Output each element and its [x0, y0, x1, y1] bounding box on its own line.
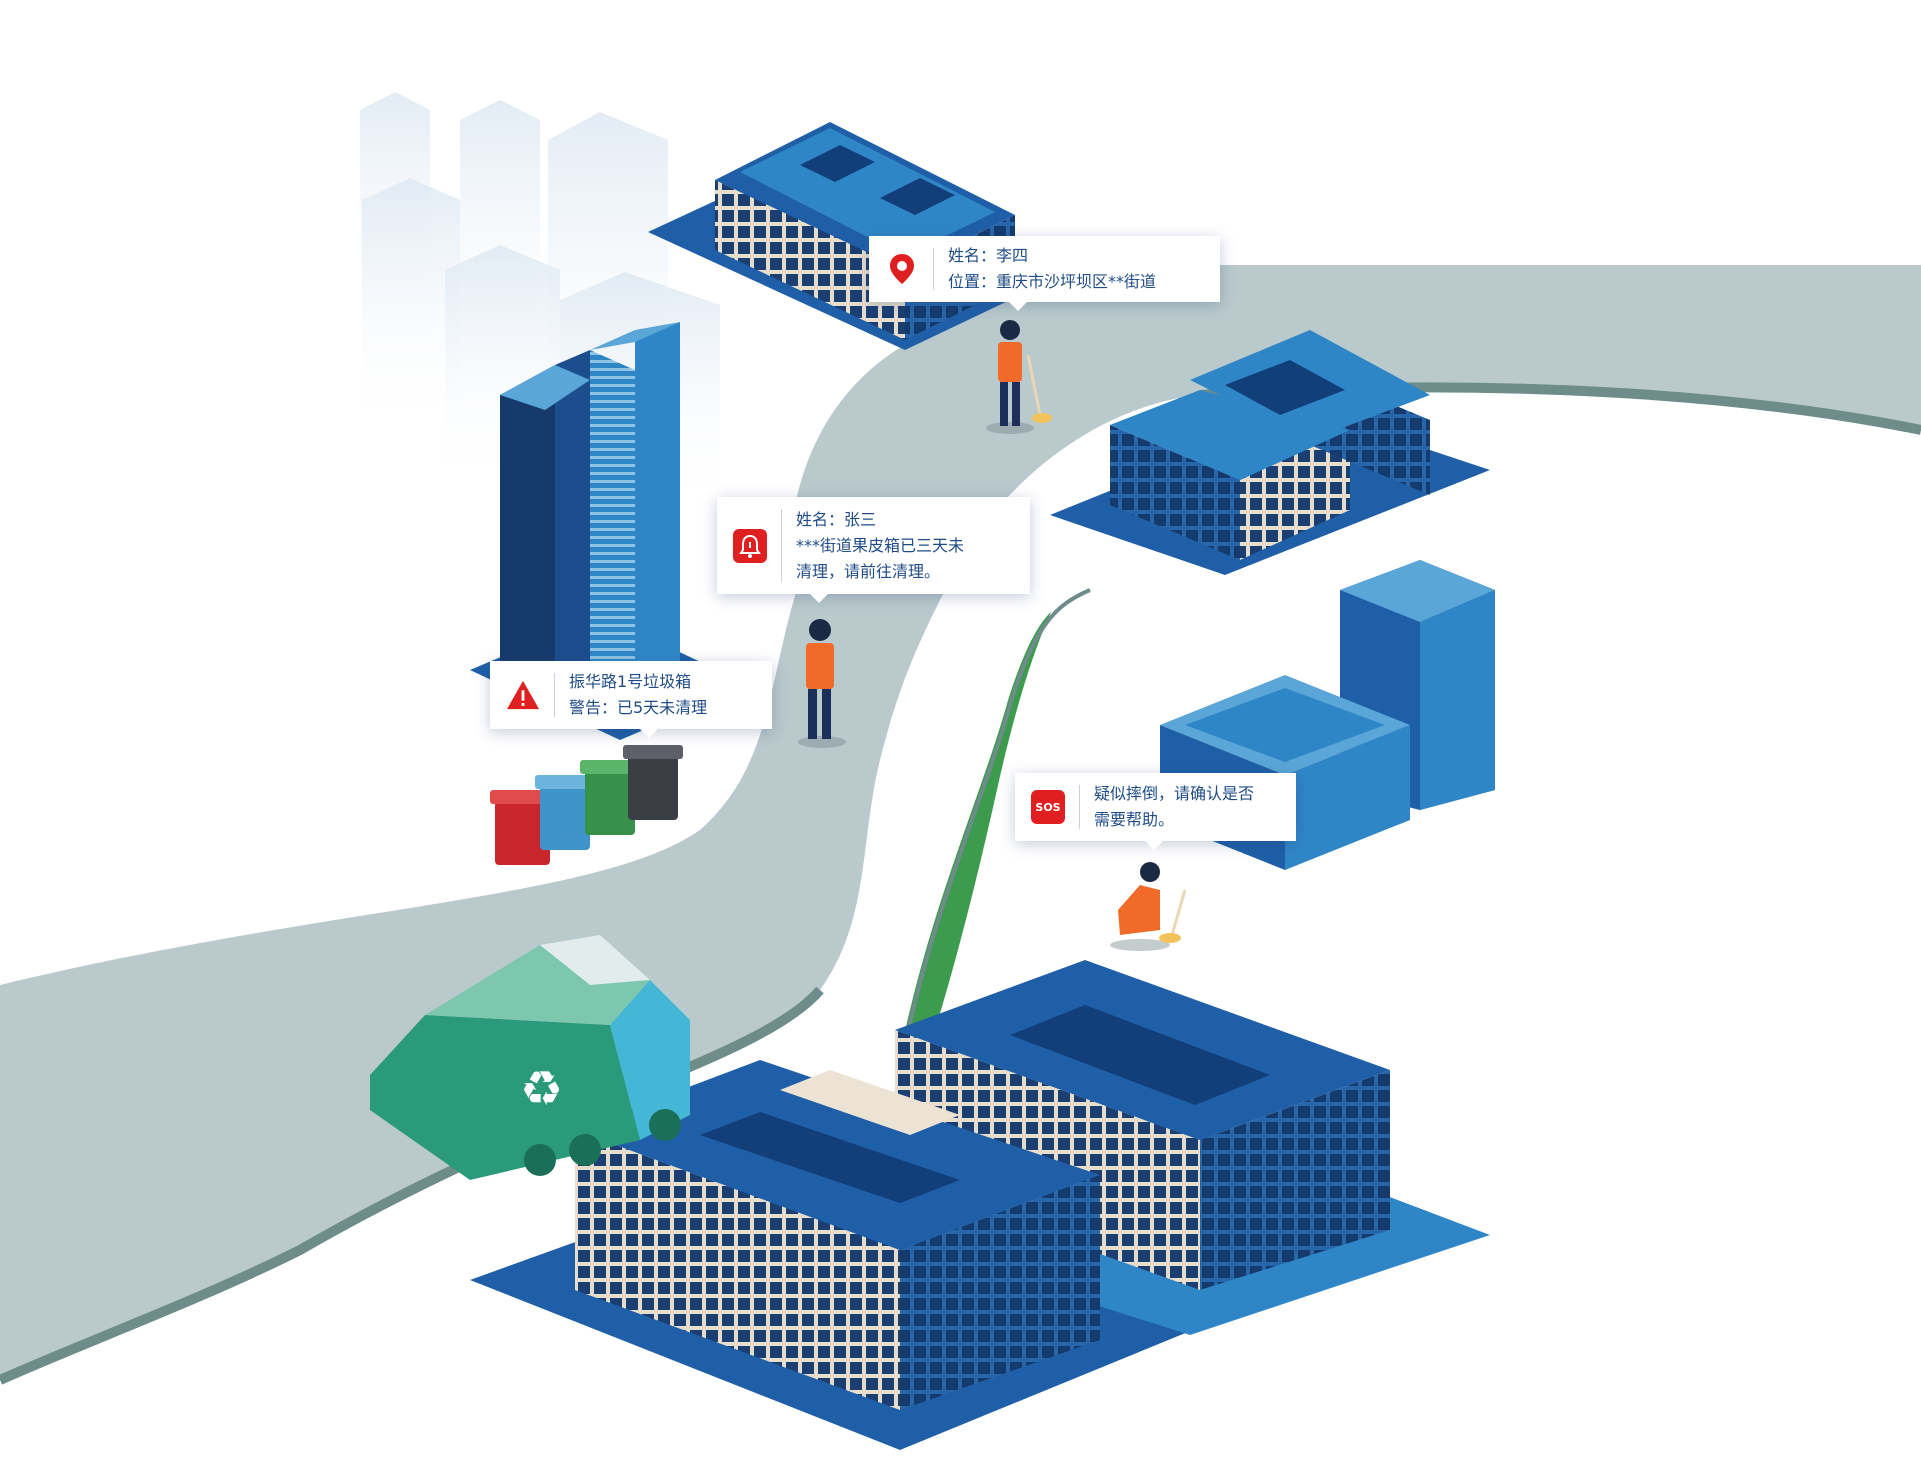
tooltip-worker-zhangsan[interactable]: 姓名：张三 ***街道果皮箱已三天未 清理，请前往清理。 — [717, 497, 1030, 603]
tooltip-message-line-1: ***街道果皮箱已三天未 — [796, 535, 965, 555]
worker-lisi — [986, 320, 1052, 434]
worker-zhangsan — [798, 619, 846, 748]
bell-alert-icon — [733, 528, 767, 563]
tooltip-location: 位置：重庆市沙坪坝区**街道 — [948, 272, 1157, 291]
recycle-icon: ♻ — [520, 1061, 563, 1117]
right-upper-building — [1050, 330, 1490, 575]
tooltip-name: 姓名：张三 — [796, 509, 877, 529]
tooltip-bin-name: 振华路1号垃圾箱 — [569, 672, 692, 691]
trash-bins — [490, 745, 683, 865]
location-pin-icon — [885, 252, 919, 286]
sos-badge-text: SOS — [1035, 800, 1061, 814]
tooltip-divider — [554, 673, 555, 717]
bottom-office-complex — [470, 960, 1490, 1450]
tooltip-divider — [933, 248, 934, 290]
tooltip-divider — [781, 509, 782, 582]
right-middle-building — [1160, 560, 1495, 870]
tooltip-sos-line-1: 疑似摔倒，请确认是否 — [1094, 784, 1255, 803]
tooltip-sos-alert[interactable]: SOS 疑似摔倒，请确认是否 需要帮助。 — [1015, 773, 1296, 850]
tooltip-name: 姓名：李四 — [948, 246, 1029, 265]
tooltip-divider — [1079, 785, 1080, 829]
tooltip-warning-text: 警告：已5天未清理 — [569, 698, 708, 717]
tooltip-trash-bin-warning[interactable]: 振华路1号垃圾箱 警告：已5天未清理 — [490, 661, 772, 738]
garbage-truck: ♻ — [370, 935, 690, 1180]
worker-fallen — [1110, 862, 1187, 951]
warning-triangle-icon — [506, 678, 540, 712]
tooltip-worker-lisi[interactable]: 姓名：李四 位置：重庆市沙坪坝区**街道 — [869, 236, 1220, 311]
tooltip-sos-line-2: 需要帮助。 — [1094, 810, 1175, 829]
sos-icon: SOS — [1031, 790, 1065, 824]
tooltip-message-line-2: 清理，请前往清理。 — [796, 561, 941, 581]
